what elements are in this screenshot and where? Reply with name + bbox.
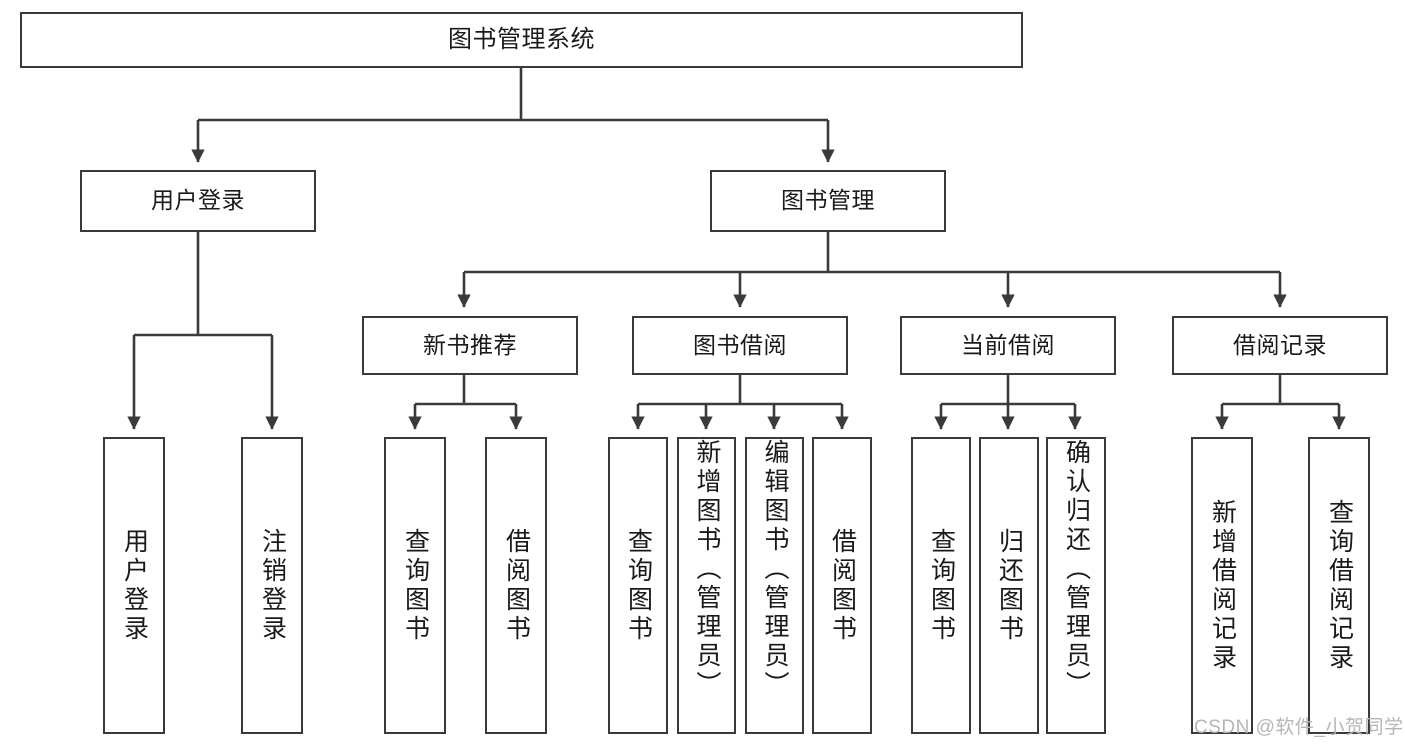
node-label: 确认归还（管理员） [1062, 439, 1091, 700]
node-label: 查询图书 [401, 527, 430, 644]
node-label: 注销登录 [258, 527, 287, 644]
node-label: 新书推荐 [423, 331, 517, 358]
node-leaf-edit-book-admin[interactable]: 编辑图书（管理员） [745, 437, 804, 734]
node-leaf-confirm-return-admin[interactable]: 确认归还（管理员） [1046, 437, 1106, 734]
node-leaf-user-login[interactable]: 用户登录 [103, 437, 165, 734]
node-leaf-add-borrow-record[interactable]: 新增借阅记录 [1191, 437, 1253, 734]
node-label: 查询图书 [927, 527, 956, 644]
watermark-text: CSDN @软件_小贺同学 [1194, 717, 1404, 738]
node-label: 借阅图书 [828, 527, 857, 644]
node-book-borrow[interactable]: 图书借阅 [632, 316, 848, 375]
node-label: 借阅图书 [502, 527, 531, 644]
node-leaf-query-book-current[interactable]: 查询图书 [911, 437, 971, 734]
node-leaf-borrow-book[interactable]: 借阅图书 [812, 437, 872, 734]
node-leaf-query-book-rec[interactable]: 查询图书 [384, 437, 446, 734]
node-borrow-record[interactable]: 借阅记录 [1172, 316, 1388, 375]
node-label: 当前借阅 [961, 331, 1055, 358]
node-leaf-borrow-book-rec[interactable]: 借阅图书 [485, 437, 547, 734]
node-leaf-user-logout[interactable]: 注销登录 [241, 437, 303, 734]
node-label: 借阅记录 [1233, 331, 1327, 358]
node-label: 查询借阅记录 [1325, 498, 1354, 673]
node-current-borrow[interactable]: 当前借阅 [900, 316, 1116, 375]
node-label: 编辑图书（管理员） [761, 439, 789, 700]
node-label: 图书管理 [781, 187, 875, 214]
node-label: 图书借阅 [693, 331, 787, 358]
node-label: 新增借阅记录 [1208, 498, 1237, 673]
node-label: 图书管理系统 [448, 25, 595, 53]
node-book-management[interactable]: 图书管理 [710, 170, 946, 232]
node-label: 新增图书（管理员） [693, 439, 721, 700]
node-label: 用户登录 [120, 527, 149, 644]
node-label: 用户登录 [151, 187, 245, 214]
node-label: 查询图书 [624, 527, 653, 644]
node-leaf-return-book[interactable]: 归还图书 [979, 437, 1039, 734]
node-leaf-query-book-borrow[interactable]: 查询图书 [608, 437, 668, 734]
node-leaf-query-borrow-record[interactable]: 查询借阅记录 [1308, 437, 1370, 734]
node-leaf-add-book-admin[interactable]: 新增图书（管理员） [677, 437, 736, 734]
node-user-login[interactable]: 用户登录 [80, 170, 316, 232]
node-new-book-recommend[interactable]: 新书推荐 [362, 316, 578, 375]
node-root-library-system[interactable]: 图书管理系统 [20, 12, 1023, 68]
node-label: 归还图书 [995, 527, 1024, 644]
